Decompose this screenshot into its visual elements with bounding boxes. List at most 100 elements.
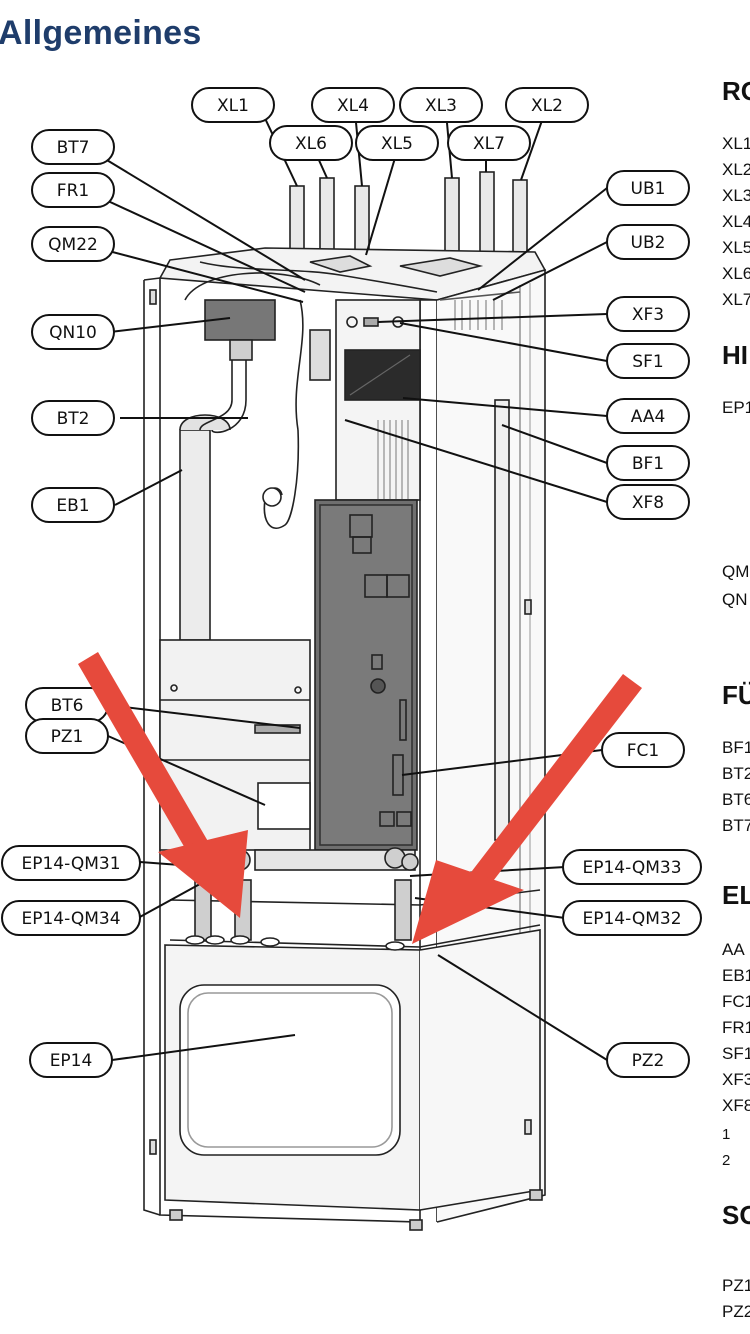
legend-item: EP1	[722, 398, 750, 417]
legend-item: XL7	[722, 290, 750, 309]
footnote-marker: 1	[722, 1126, 731, 1143]
svg-text:XL4: XL4	[337, 96, 369, 116]
label-ep14-qm32: EP14-QM32	[562, 900, 702, 936]
svg-text:BF1: BF1	[632, 454, 664, 474]
label-xl6: XL6	[269, 125, 353, 161]
legend-item: BT2	[722, 764, 750, 783]
label-ep14-qm33: EP14-QM33	[562, 849, 702, 885]
svg-text:EP14: EP14	[50, 1051, 93, 1071]
section-heading-3: FÜ	[722, 680, 750, 710]
svg-text:EB1: EB1	[56, 496, 89, 516]
legend-item: FR1	[722, 1018, 750, 1037]
section-heading-2: HI	[722, 340, 748, 370]
svg-text:PZ1: PZ1	[51, 727, 84, 747]
legend-item: XL2	[722, 160, 750, 179]
label-ub2: UB2	[606, 224, 690, 260]
svg-text:FC1: FC1	[627, 741, 659, 761]
label-fc1: FC1	[601, 732, 685, 768]
svg-text:XL6: XL6	[295, 134, 327, 154]
svg-text:QN10: QN10	[49, 323, 97, 343]
pz1-panel	[257, 782, 311, 830]
side-pipe	[494, 399, 510, 841]
svg-text:XL5: XL5	[381, 134, 413, 154]
legend-item: QM	[722, 562, 750, 581]
label-xl4: XL4	[311, 87, 395, 123]
label-pz2: PZ2	[606, 1042, 690, 1078]
legend-item: SF1	[722, 1044, 750, 1063]
section-heading-1: RO	[722, 76, 750, 106]
svg-text:BT2: BT2	[57, 409, 90, 429]
display-aa4	[344, 349, 421, 401]
legend-item: XL6	[722, 264, 750, 283]
heat-pump-drawing	[143, 171, 547, 1231]
page-title: Allgemeines	[0, 14, 202, 52]
label-xf8: XF8	[606, 484, 690, 520]
legend-item: BT6	[722, 790, 750, 809]
legend-item: BT7	[722, 816, 750, 835]
svg-text:XF3: XF3	[632, 305, 664, 325]
tank-pipe-eb1	[179, 429, 211, 641]
legend-item: XL3	[722, 186, 750, 205]
label-xl2: XL2	[505, 87, 589, 123]
legend-item: XF8	[722, 1096, 750, 1115]
svg-text:EP14-QM31: EP14-QM31	[21, 854, 120, 874]
ep14-panel	[179, 984, 401, 1156]
legend-item: XL1	[722, 134, 750, 153]
label-ep14-qm34: EP14-QM34	[1, 900, 141, 936]
svg-text:EP14-QM34: EP14-QM34	[21, 909, 120, 929]
label-xl5: XL5	[355, 125, 439, 161]
label-xf3: XF3	[606, 296, 690, 332]
legend-item: XL5	[722, 238, 750, 257]
legend-item: BF1	[722, 738, 750, 757]
label-bt7: BT7	[31, 129, 115, 165]
label-sf1: SF1	[606, 343, 690, 379]
arrow-left-icon	[78, 652, 248, 918]
svg-text:FR1: FR1	[57, 181, 89, 201]
svg-text:BT7: BT7	[57, 138, 90, 158]
label-fr1: FR1	[31, 172, 115, 208]
svg-text:EP14-QM33: EP14-QM33	[582, 858, 681, 878]
legend-item: XF3	[722, 1070, 750, 1089]
label-ub1: UB1	[606, 170, 690, 206]
svg-text:XL2: XL2	[531, 96, 563, 116]
svg-text:XL1: XL1	[217, 96, 249, 116]
svg-text:BT6: BT6	[51, 696, 84, 716]
label-bf1: BF1	[606, 445, 690, 481]
svg-text:EP14-QM32: EP14-QM32	[582, 909, 681, 929]
legend-item: PZ2	[722, 1302, 750, 1321]
legend-item: QN	[722, 590, 748, 609]
svg-text:XL7: XL7	[473, 134, 505, 154]
legend-item: PZ1	[722, 1276, 750, 1295]
label-eb1: EB1	[31, 487, 115, 523]
svg-text:AA4: AA4	[631, 407, 666, 427]
label-xl7: XL7	[447, 125, 531, 161]
section-heading-5: SO	[722, 1200, 750, 1230]
arrow-right-icon	[412, 674, 642, 944]
label-ep14: EP14	[29, 1042, 113, 1078]
label-aa4: AA4	[606, 398, 690, 434]
label-pz1: PZ1	[25, 718, 109, 754]
label-pills: XL1 XL4 XL3 XL2 XL6 XL5 XL7 BT7 FR1 QM22…	[1, 87, 702, 1078]
red-arrows	[78, 652, 642, 944]
svg-text:SF1: SF1	[632, 352, 663, 372]
label-xl1: XL1	[191, 87, 275, 123]
label-bt2: BT2	[31, 400, 115, 436]
svg-text:UB1: UB1	[631, 179, 666, 199]
label-qn10: QN10	[31, 314, 115, 350]
legend-item: FC1	[722, 992, 750, 1011]
label-ep14-qm31: EP14-QM31	[1, 845, 141, 881]
label-xl3: XL3	[399, 87, 483, 123]
svg-text:XF8: XF8	[632, 493, 664, 513]
footnote-marker: 2	[722, 1152, 731, 1169]
legend-item: XL4	[722, 212, 750, 231]
svg-text:PZ2: PZ2	[632, 1051, 665, 1071]
legend-item: EB1	[722, 966, 750, 985]
svg-text:UB2: UB2	[631, 233, 666, 253]
label-qm22: QM22	[31, 226, 115, 262]
section-heading-4: EL	[722, 880, 750, 910]
legend-item: AA	[722, 940, 745, 959]
svg-text:QM22: QM22	[48, 235, 98, 255]
svg-text:XL3: XL3	[425, 96, 457, 116]
